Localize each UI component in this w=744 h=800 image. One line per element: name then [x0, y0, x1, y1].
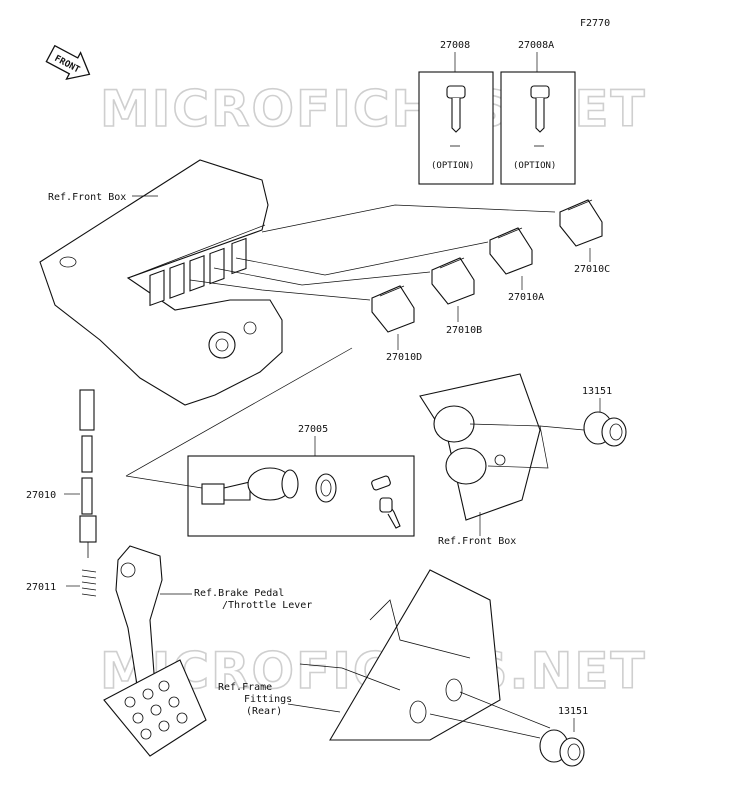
- part-27010-label: 27010: [26, 490, 56, 501]
- part-13151-top-label: 13151: [582, 386, 612, 397]
- brake-switch-27010: [79, 389, 97, 558]
- part-27010B-label: 27010B: [446, 325, 482, 336]
- front-box-right: [419, 373, 541, 521]
- front-box-drawing: [39, 159, 283, 406]
- key-box-27008: (OPTION): [418, 71, 494, 185]
- rocker-switch-27010C: [559, 199, 603, 247]
- switch-slots: [149, 237, 247, 307]
- part-27010A-label: 27010A: [508, 292, 544, 303]
- ref-brake-pedal-line1: Ref.Brake Pedal: [194, 588, 284, 599]
- part-27011-label: 27011: [26, 582, 56, 593]
- ref-frame-line3: (Rear): [246, 706, 282, 717]
- ref-frame-line2: Fittings: [244, 694, 292, 705]
- rocker-switch-27010A: [489, 227, 533, 275]
- spring-27011: [81, 569, 97, 597]
- rocker-switch-27010D: [371, 285, 415, 333]
- ignition-keys: [371, 475, 401, 529]
- part-27008A-label: 27008A: [518, 40, 554, 51]
- ref-brake-pedal-line2: /Throttle Lever: [222, 600, 312, 611]
- brake-pedal: [103, 545, 207, 757]
- part-13151-bottom-label: 13151: [558, 706, 588, 717]
- part-27010D-label: 27010D: [386, 352, 422, 363]
- part-27005-label: 27005: [298, 424, 328, 435]
- socket-13151-top: [583, 411, 627, 447]
- ignition-nut: [315, 473, 337, 503]
- ignition-switch: [201, 467, 299, 505]
- key-box-27008A: (OPTION): [500, 71, 576, 185]
- rocker-switch-27010B: [431, 257, 475, 305]
- figure-code: F2770: [580, 18, 610, 29]
- frame-fittings-rear: [299, 569, 501, 741]
- socket-13151-bottom: [539, 729, 585, 767]
- part-27008-label: 27008: [440, 40, 470, 51]
- option-label-b: (OPTION): [513, 161, 556, 171]
- ref-frame-line1: Ref.Frame: [218, 682, 272, 693]
- option-label-a: (OPTION): [431, 161, 474, 171]
- ref-front-box-right: Ref.Front Box: [438, 536, 516, 547]
- part-27010C-label: 27010C: [574, 264, 610, 275]
- front-arrow-icon: FRONT: [45, 44, 91, 81]
- ref-front-box-top: Ref.Front Box: [48, 192, 126, 203]
